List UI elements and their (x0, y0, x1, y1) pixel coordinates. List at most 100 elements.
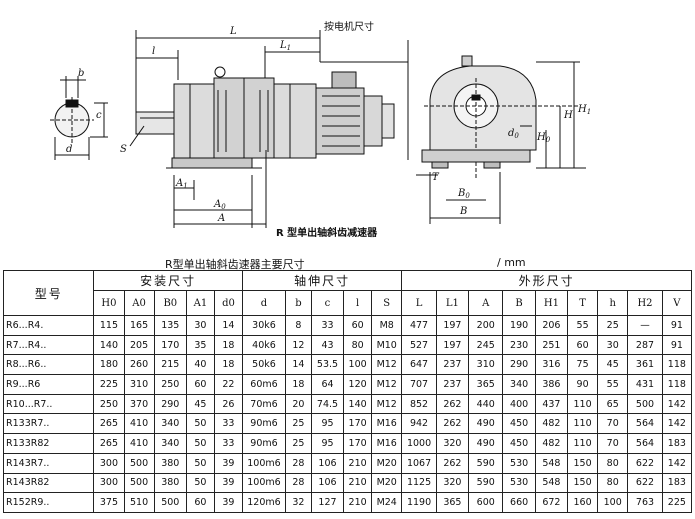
table-cell: 118 (661, 374, 693, 395)
column-header: l (343, 290, 373, 316)
table-cell: 225 (93, 374, 125, 395)
table-cell: 55 (567, 315, 599, 336)
table-cell: 530 (502, 452, 536, 474)
table-cell: 477 (401, 315, 437, 336)
table-cell: 39 (213, 452, 243, 474)
table-cell: 230 (502, 334, 536, 356)
table-cell: 53.5 (310, 354, 345, 376)
table-cell: 245 (468, 334, 504, 356)
table-cell: 316 (534, 354, 569, 376)
table-cell: M12 (371, 393, 403, 415)
table-cell: 160 (567, 492, 599, 513)
table-cell: 564 (627, 413, 663, 435)
table-cell: 25 (285, 413, 312, 435)
reducer-side-view (129, 30, 409, 228)
table-cell: 310 (123, 374, 155, 395)
table-cell: 437 (534, 393, 569, 415)
label-L: L (229, 26, 237, 37)
reducer-end-view (416, 55, 586, 224)
table-cell: 18 (213, 334, 243, 356)
table-cell: 43 (310, 334, 345, 356)
table-cell: 18 (213, 354, 243, 376)
table-cell: M12 (371, 354, 403, 376)
column-header: h (597, 290, 629, 316)
table-cell: 340 (153, 413, 187, 435)
label-c: c (96, 110, 102, 121)
table-cell: 14 (285, 354, 312, 376)
column-header: T (567, 290, 599, 316)
table-cell: M16 (371, 433, 403, 454)
table-cell: 250 (93, 393, 125, 415)
table-cell: 1190 (401, 492, 437, 513)
table-cell: 106 (310, 452, 345, 474)
dimension-labels: L l L1 按电机尺寸 b c d S A1 A0 A H H1 H0 d0 … (66, 20, 591, 224)
table-cell: 386 (534, 374, 569, 395)
table-cell: 660 (502, 492, 536, 513)
model-cell: R10...R7.. (2, 393, 95, 415)
table-cell: 39 (213, 472, 243, 494)
table-cell: 70m6 (241, 393, 287, 415)
table-cell: 431 (627, 374, 663, 395)
table-cell: 140 (93, 334, 125, 356)
table-cell: 91 (661, 334, 693, 356)
table-cell: 100 (343, 354, 373, 376)
table-cell: 1067 (401, 452, 437, 474)
table-cell: 142 (661, 413, 693, 435)
table-cell: 150 (567, 452, 599, 474)
model-cell: R6...R4. (2, 315, 95, 336)
table-cell: 590 (468, 452, 504, 474)
table-cell: M12 (371, 374, 403, 395)
table-cell: 215 (153, 354, 187, 376)
table-title: R型单出轴斜齿速器主要尺寸 (165, 258, 305, 271)
label-A1: A1 (175, 178, 188, 190)
table-cell: 55 (597, 374, 629, 395)
table-unit: / mm (497, 256, 526, 269)
table-cell: 64 (310, 374, 345, 395)
table-cell: 206 (534, 315, 569, 336)
table-cell: 33 (213, 433, 243, 454)
table-cell: 564 (627, 433, 663, 454)
table-cell: 80 (597, 452, 629, 474)
label-A0: A0 (213, 199, 226, 211)
model-cell: R133R82 (2, 433, 95, 454)
model-cell: R143R7.. (2, 452, 95, 474)
table-cell: 90 (567, 374, 599, 395)
table-cell: 647 (401, 354, 437, 376)
table-cell: 110 (567, 393, 599, 415)
table-cell: 142 (661, 393, 693, 415)
table-cell: 90m6 (241, 433, 287, 454)
table-cell: 60 (567, 334, 599, 356)
group-header-outline: 外形尺寸 (401, 270, 692, 291)
table-cell: 180 (93, 354, 125, 376)
table-cell: 12 (285, 334, 312, 356)
table-cell: 165 (123, 315, 155, 336)
table-cell: 35 (185, 334, 215, 356)
group-header-shaft: 轴伸尺寸 (241, 270, 403, 291)
label-d0: d0 (508, 128, 519, 140)
table-cell: 365 (435, 492, 470, 513)
table-cell: 490 (468, 433, 504, 454)
table-cell: 22 (213, 374, 243, 395)
table-cell: 482 (534, 413, 569, 435)
column-header: H1 (534, 290, 569, 316)
table-cell: 251 (534, 334, 569, 356)
label-B0: B0 (457, 188, 470, 200)
table-cell: 75 (567, 354, 599, 376)
table-cell: M8 (371, 315, 403, 336)
table-cell: 310 (468, 354, 504, 376)
table-cell: 95 (310, 413, 345, 435)
model-header: 型号 (2, 270, 95, 316)
table-cell: 8 (285, 315, 312, 336)
table-cell: 25 (597, 315, 629, 336)
table-cell: 142 (661, 452, 693, 474)
table-cell: 380 (153, 452, 187, 474)
table-cell: 100 (597, 492, 629, 513)
table-cell: 260 (123, 354, 155, 376)
